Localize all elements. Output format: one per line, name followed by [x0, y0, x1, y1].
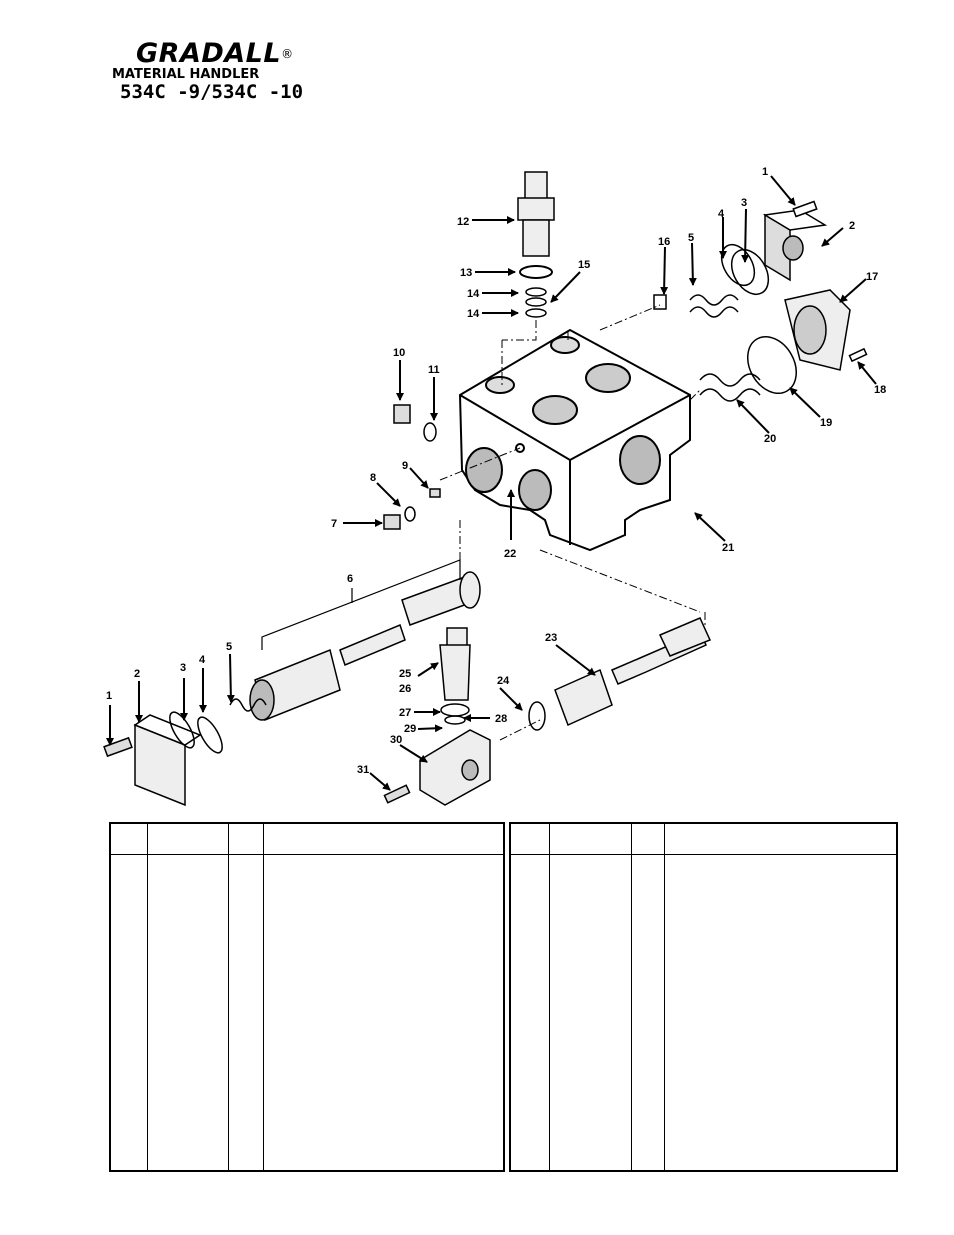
callout-14b: 14 — [467, 308, 480, 320]
callout-15: 15 — [578, 259, 590, 271]
callout-8: 8 — [370, 472, 376, 484]
callout-23: 23 — [545, 632, 557, 644]
table-header-rule — [111, 854, 503, 855]
callout-29: 29 — [404, 723, 416, 735]
callout-16: 16 — [658, 236, 670, 248]
assembly-lines — [439, 304, 706, 741]
callout-7: 7 — [331, 518, 337, 530]
callout-6-bracket — [261, 559, 461, 650]
callout-19: 19 — [820, 417, 832, 429]
callout-24: 24 — [497, 675, 510, 687]
brand-block: GRADALL® MATERIAL HANDLER 534C -9/534C -… — [112, 40, 312, 103]
callout-18: 18 — [874, 384, 886, 396]
callout-1: 1 — [762, 166, 768, 178]
column-divider — [631, 824, 632, 1170]
callout-20: 20 — [764, 433, 776, 445]
model-number: 534C -9/534C -10 — [120, 81, 304, 103]
callout-26: 26 — [399, 683, 411, 695]
callout-13: 13 — [460, 267, 472, 279]
callout-28: 28 — [495, 713, 507, 725]
callout-10: 10 — [393, 347, 405, 359]
exploded-parts-diagram: 1 2 3 4 5 17 18 19 20 16 12 13 14 14 15 … — [103, 166, 886, 807]
callout-17: 17 — [866, 271, 878, 283]
solenoid-and-housing — [383, 627, 491, 806]
callout-5-left: 5 — [226, 641, 232, 653]
parts-table-left — [109, 822, 505, 1172]
callout-21: 21 — [722, 542, 734, 554]
callout-11: 11 — [428, 364, 440, 376]
detent-spool — [528, 617, 712, 731]
callout-1-left: 1 — [106, 690, 112, 702]
callout-25: 25 — [399, 668, 411, 680]
callout-6: 6 — [347, 573, 353, 585]
column-divider — [263, 824, 264, 1170]
callout-30: 30 — [390, 734, 402, 746]
callout-5: 5 — [688, 232, 694, 244]
callout-12: 12 — [457, 216, 469, 228]
left-plugs — [383, 404, 441, 530]
callout-14a: 14 — [467, 288, 480, 300]
brand-logo: GRADALL® — [136, 40, 312, 68]
left-end-cap — [103, 711, 223, 807]
registered-mark: ® — [281, 47, 294, 61]
valve-body — [458, 328, 691, 552]
callout-3: 3 — [741, 197, 747, 209]
column-divider — [147, 824, 148, 1170]
callout-4-left: 4 — [199, 654, 206, 666]
column-divider — [228, 824, 229, 1170]
column-divider — [549, 824, 550, 1170]
relief-valve-cartridge — [517, 171, 555, 318]
parts-table-right — [509, 822, 898, 1172]
callout-3-left: 3 — [180, 662, 186, 674]
brand-name: GRADALL — [136, 38, 282, 69]
callout-2-left: 2 — [134, 668, 140, 680]
column-divider — [664, 824, 665, 1170]
callout-27: 27 — [399, 707, 411, 719]
callout-9: 9 — [402, 460, 408, 472]
callout-2: 2 — [849, 220, 855, 232]
brand-subtitle: MATERIAL HANDLER — [112, 67, 260, 82]
callout-arrows — [106, 175, 877, 791]
callout-4: 4 — [718, 208, 725, 220]
spool-assembly — [229, 571, 481, 722]
table-header-rule — [511, 854, 896, 855]
callout-31: 31 — [357, 764, 369, 776]
right-end-parts — [653, 200, 868, 402]
callout-22: 22 — [504, 548, 516, 560]
